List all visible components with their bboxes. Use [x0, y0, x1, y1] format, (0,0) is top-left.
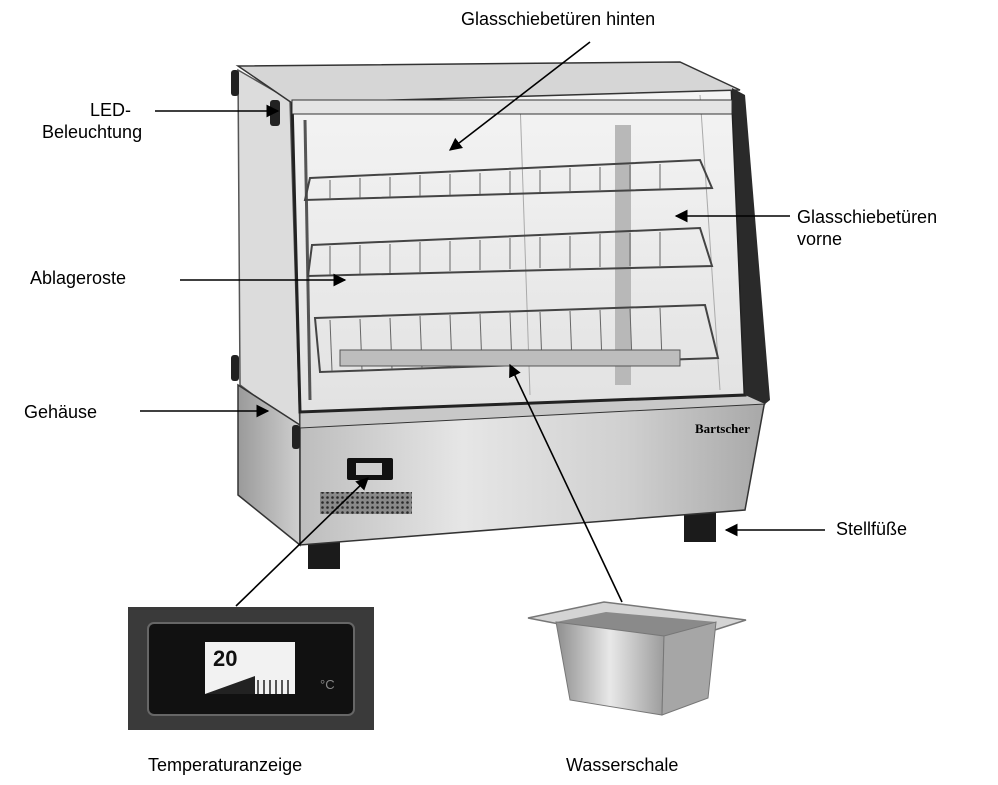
shelves-graphic	[303, 158, 720, 374]
arrow-water-tray	[509, 363, 623, 603]
label-housing: Gehäuse	[24, 402, 98, 422]
label-feet: Stellfüße	[836, 519, 908, 539]
housing-graphic	[237, 383, 766, 547]
label-glass-front: Glasschiebetüren vorne	[797, 206, 997, 250]
leader-lines	[140, 41, 825, 607]
water-tray-graphic	[527, 601, 747, 716]
thermometer-reading: 20	[213, 646, 238, 671]
label-temp-display: Temperaturanzeige	[148, 755, 303, 775]
thermometer-unit: °C	[320, 677, 335, 692]
side-glass-panel	[231, 68, 301, 432]
thermometer-inset	[128, 607, 374, 730]
label-water-tray: Wasserschale	[566, 755, 679, 775]
label-glass-rear: Glasschiebetüren hinten	[461, 9, 656, 29]
label-shelves: Ablageroste	[30, 268, 127, 288]
label-glass-front-line1: Glasschiebetüren	[797, 207, 938, 227]
label-glass-front-line2: vorne	[797, 229, 843, 249]
top-canopy-graphic	[235, 61, 741, 126]
label-led-line1: LED-	[90, 100, 132, 120]
arrow-glass-rear	[448, 41, 591, 151]
label-led: LED- Beleuchtung	[42, 99, 172, 143]
right-frame	[732, 88, 770, 404]
label-led-line2: Beleuchtung	[42, 122, 143, 142]
brand-logo: Bartscher	[695, 421, 750, 436]
arrow-temp-display	[235, 477, 369, 607]
